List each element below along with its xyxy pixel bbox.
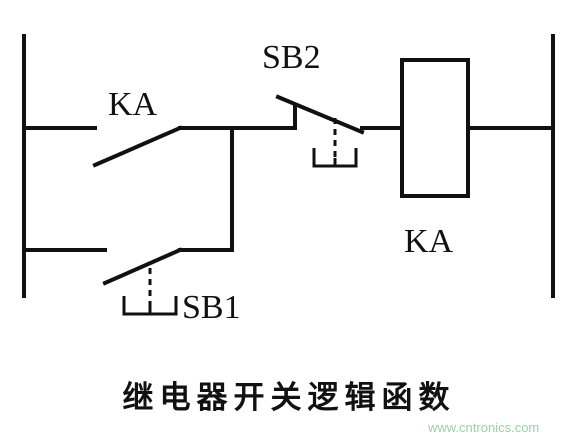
sb2-contact-blade (275, 94, 365, 135)
sb1-label: SB1 (182, 289, 241, 326)
ka-contact-blade (92, 125, 183, 168)
watermark: www.cntronics.com (428, 420, 540, 435)
sb2-label: SB2 (262, 39, 321, 76)
ka-coil-label: KA (404, 223, 454, 260)
diagram-caption: 继电器开关逻辑函数 (122, 380, 456, 416)
ka-contact-label: KA (108, 86, 158, 123)
sb1-contact-blade (102, 247, 183, 286)
ka-coil-box (400, 58, 470, 198)
